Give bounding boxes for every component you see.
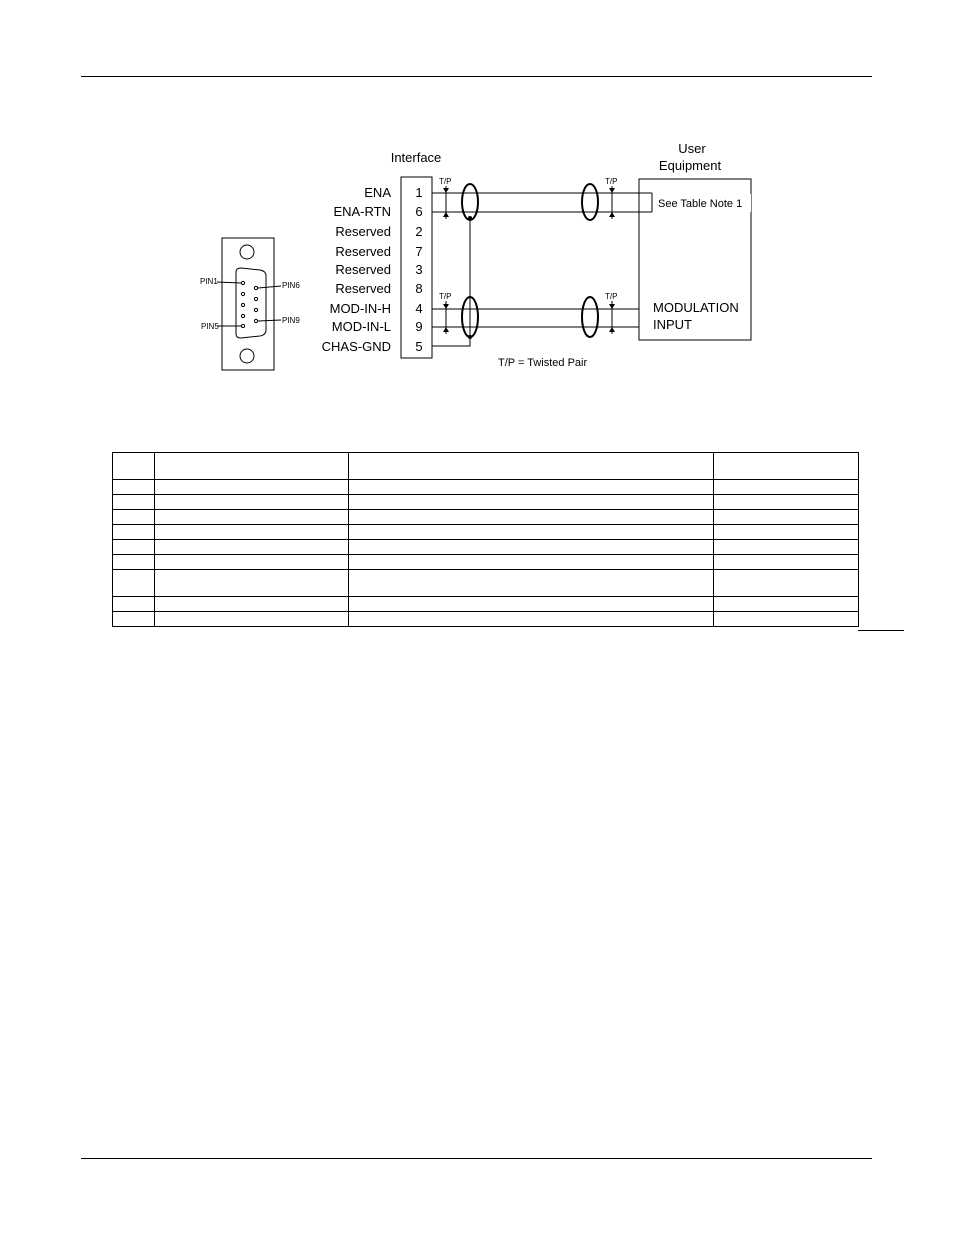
wire-chas-gnd-shield <box>432 218 471 347</box>
pin-number: 9 <box>415 319 422 334</box>
tp-markers: T/P T/P T/P T/P <box>439 177 617 301</box>
table-row <box>112 611 859 627</box>
pin-assignment-table <box>112 452 859 627</box>
label-pin6: PIN6 <box>282 281 300 290</box>
pin-number: 8 <box>415 281 422 296</box>
table-header-row <box>112 452 859 480</box>
table-row <box>112 569 859 597</box>
header-rule <box>81 76 872 77</box>
leader-pin1 <box>216 281 242 284</box>
table-note-label: See Table Note 1 <box>658 198 742 210</box>
footer-rule <box>81 1158 872 1159</box>
pin-number: 1 <box>415 185 422 200</box>
table-row <box>112 479 859 495</box>
pin-dot <box>253 307 259 313</box>
signal-label: Reserved <box>335 244 391 259</box>
label-pin1: PIN1 <box>200 277 218 286</box>
pin-dot <box>240 291 246 297</box>
tp-label: T/P <box>439 292 451 301</box>
signal-label: CHAS-GND <box>322 339 391 354</box>
user-title-line1: User <box>678 141 706 156</box>
table-row <box>112 509 859 525</box>
signal-labels: ENA ENA-RTN Reserved Reserved Reserved R… <box>322 185 392 354</box>
table-row <box>112 494 859 510</box>
twisted-pair-oval <box>461 183 479 221</box>
pin-number: 4 <box>415 301 422 316</box>
db9-connector-drawing: PIN1 PIN6 PIN5 PIN9 <box>200 237 300 371</box>
pin-dot <box>253 296 259 302</box>
pin-number: 7 <box>415 244 422 259</box>
signal-label: MOD-IN-L <box>332 319 391 334</box>
pin-dot <box>240 280 246 286</box>
pin-number: 5 <box>415 339 422 354</box>
label-pin9: PIN9 <box>282 316 300 325</box>
signal-label: Reserved <box>335 224 391 239</box>
table-row <box>112 524 859 540</box>
tp-label: T/P <box>439 177 451 186</box>
pin-numbers: 1 6 2 7 3 8 4 9 5 <box>415 185 422 354</box>
pin-dot <box>240 313 246 319</box>
tp-legend: T/P = Twisted Pair <box>498 357 587 369</box>
connector-shell <box>235 267 267 339</box>
user-equipment-block <box>638 178 752 341</box>
mounting-hole-bottom <box>239 348 255 364</box>
table-row <box>112 554 859 570</box>
user-title-line2: Equipment <box>659 158 722 173</box>
tp-arrowheads <box>443 188 615 332</box>
pin-number: 6 <box>415 204 422 219</box>
signal-label: Reserved <box>335 281 391 296</box>
signal-label: ENA-RTN <box>333 204 391 219</box>
pin-number: 3 <box>415 262 422 277</box>
tp-arrows <box>445 186 613 334</box>
modulation-label-line2: INPUT <box>653 317 692 332</box>
leader-pin9 <box>257 319 282 322</box>
shield-junction-dot <box>468 216 472 220</box>
pin-dot <box>240 323 246 329</box>
modulation-label-line1: MODULATION <box>653 300 739 315</box>
leader-pin6 <box>257 285 282 289</box>
table-row <box>112 596 859 612</box>
signal-label: ENA <box>364 185 391 200</box>
connector-plate <box>221 237 275 371</box>
tp-label: T/P <box>605 292 617 301</box>
wiring-diagram: PIN1 PIN6 PIN5 PIN9 Interface ENA ENA-RT… <box>200 141 752 371</box>
pin-dot <box>253 285 259 291</box>
signal-label: Reserved <box>335 262 391 277</box>
tp-label: T/P <box>605 177 617 186</box>
twisted-pair-ovals <box>461 183 599 338</box>
table-tail-rule <box>858 630 904 631</box>
interface-title: Interface <box>391 150 442 165</box>
pin-number: 2 <box>415 224 422 239</box>
twisted-pair-oval <box>581 296 599 338</box>
table-row <box>112 539 859 555</box>
pin-dot <box>240 302 246 308</box>
shield-junction-dot <box>468 335 472 339</box>
pin-dot <box>253 318 259 324</box>
wires <box>432 192 653 347</box>
mounting-hole-top <box>239 244 255 260</box>
twisted-pair-oval <box>581 183 599 221</box>
interface-block <box>400 176 433 359</box>
signal-label: MOD-IN-H <box>330 301 391 316</box>
label-pin5: PIN5 <box>201 322 219 331</box>
